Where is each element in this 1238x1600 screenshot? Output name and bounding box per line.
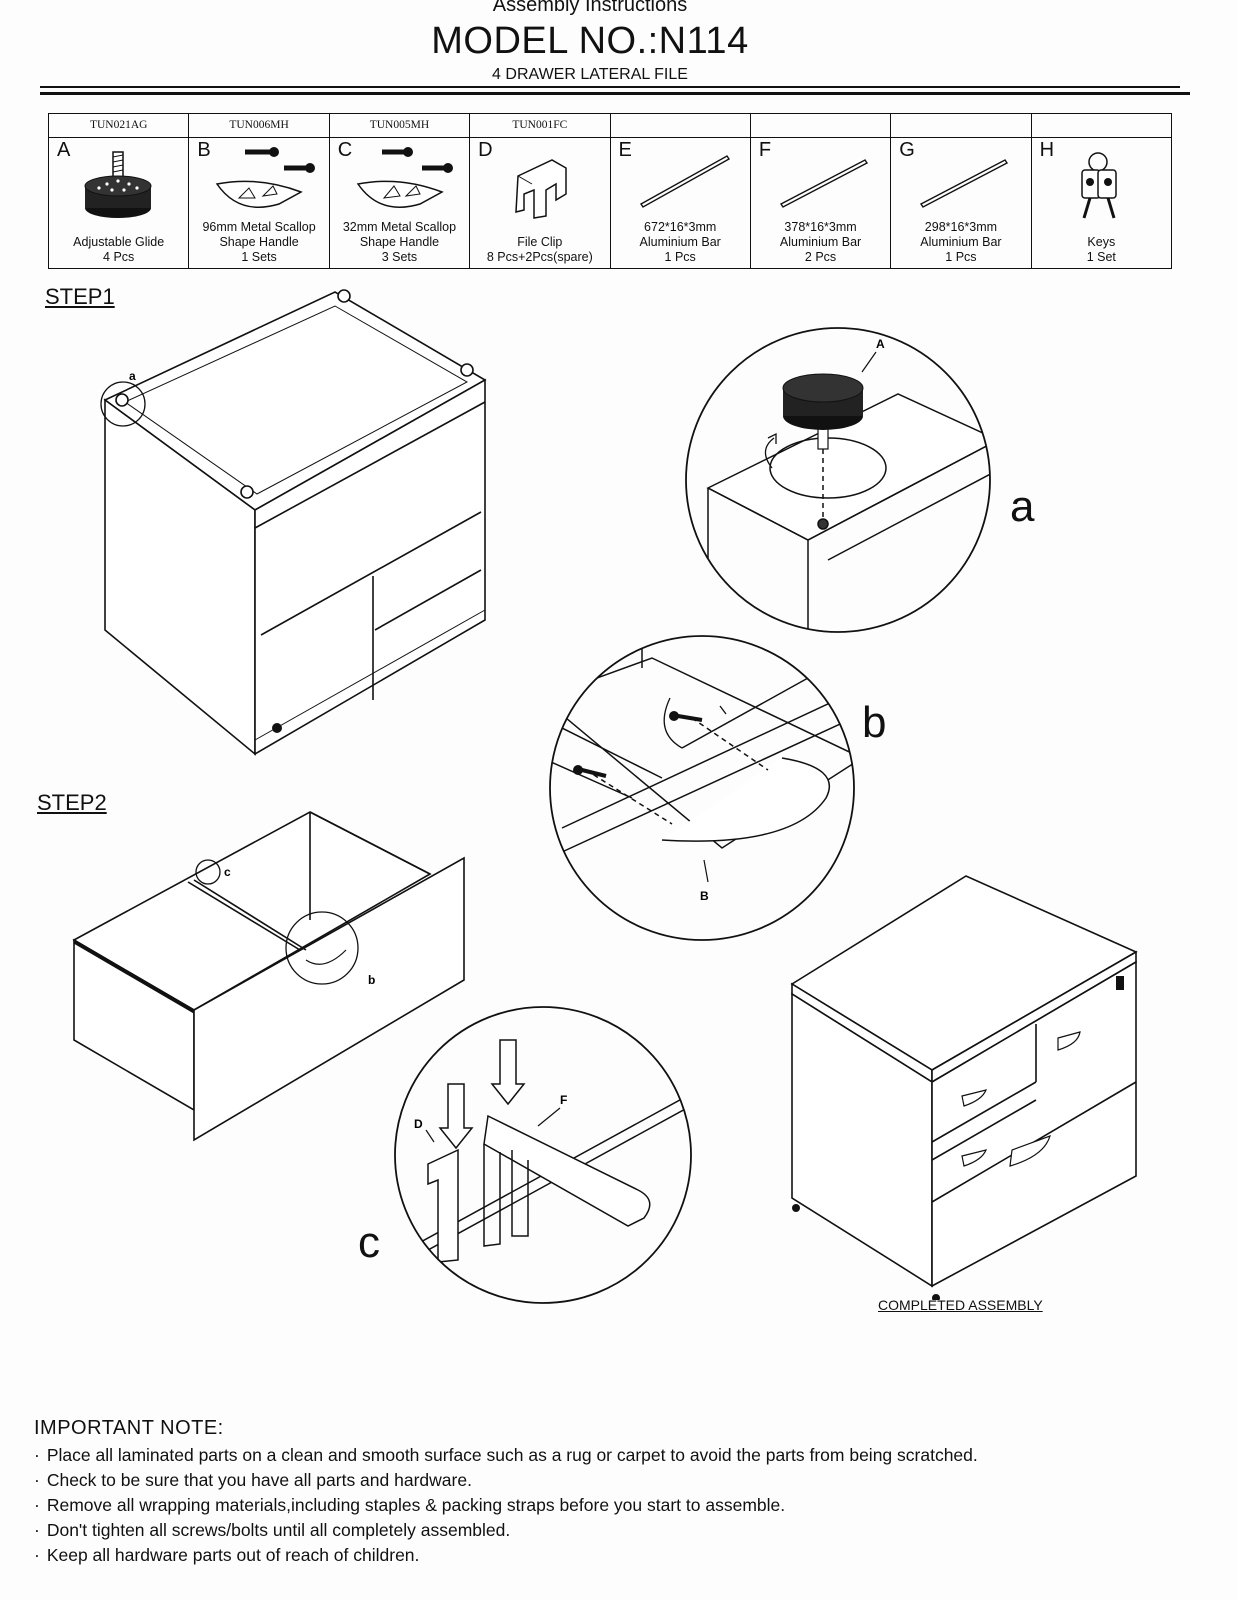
part-letter: F	[758, 139, 772, 161]
part-qty: 1 Pcs	[664, 250, 696, 264]
part-letter: G	[899, 139, 915, 161]
part-code: TUN005MH	[328, 113, 471, 138]
callout-label-a-small: a	[129, 369, 136, 383]
callout-label-b-small: b	[368, 973, 375, 987]
step2-drawer-illustration: c b	[72, 811, 465, 1142]
part-code	[609, 113, 751, 138]
callout-label-B: B	[700, 889, 709, 903]
callout-c-letter: c	[358, 1218, 380, 1267]
header-rule-thick	[40, 92, 1190, 95]
part-name: 378*16*3mm	[784, 220, 857, 234]
parts-code-row: TUN021AG TUN006MH TUN005MH TUN001FC	[47, 113, 1173, 138]
note-item: Remove all wrapping materials,including …	[34, 1493, 1214, 1518]
part-code: TUN006MH	[188, 113, 330, 138]
aluminium-bar-icon	[639, 155, 730, 208]
part-qty: 1 Set	[1086, 250, 1116, 264]
step1-cabinet-illustration: a	[100, 289, 487, 756]
important-note-heading: IMPORTANT NOTE:	[34, 1417, 224, 1439]
callout-label-c-small: c	[224, 865, 231, 879]
part-name: 96mm Metal Scallop	[202, 220, 316, 234]
part-letter: C	[337, 139, 353, 161]
completed-assembly-label: COMPLETED ASSEMBLY	[878, 1297, 1043, 1313]
note-item: Don't tighten all screws/bolts until all…	[34, 1518, 1214, 1543]
part-qty: 4 Pcs	[103, 250, 135, 264]
file-clip-icon	[515, 159, 567, 219]
part-name: Keys	[1087, 235, 1116, 249]
part-name-line2: Shape Handle	[359, 235, 440, 249]
parts-table: TUN021AG TUN006MH TUN005MH TUN001FC A	[47, 113, 1173, 269]
part-name: Adjustable Glide	[73, 235, 165, 249]
callout-label-A: A	[876, 337, 885, 351]
product-description: 4 DRAWER LATERAL FILE	[492, 66, 688, 83]
scallop-handle-icon	[356, 147, 453, 208]
part-qty: 2 Pcs	[804, 250, 837, 264]
part-letter: H	[1039, 139, 1055, 161]
callout-label-D: D	[414, 1117, 423, 1131]
part-name-line2: Shape Handle	[219, 235, 299, 249]
part-qty: 1 Sets	[241, 250, 277, 264]
part-letter: E	[618, 139, 632, 161]
important-note: IMPORTANT NOTE: Place all laminated part…	[34, 1417, 1214, 1568]
part-code	[890, 113, 1032, 138]
detail-c-file-clip-bar: D F	[394, 1006, 692, 1304]
part-name: 298*16*3mm	[924, 220, 998, 234]
part-code: TUN021AG	[47, 113, 190, 138]
note-item: Check to be sure that you have all parts…	[34, 1468, 1214, 1493]
part-qty: 8 Pcs+2Pcs(spare)	[486, 250, 593, 264]
part-name: File Clip	[517, 235, 563, 249]
part-name-line2: Aluminium Bar	[639, 235, 721, 249]
header-rule	[40, 86, 1180, 88]
scallop-handle-icon	[216, 147, 316, 208]
part-letter: B	[197, 139, 211, 161]
part-code	[749, 113, 892, 138]
callout-a-letter: a	[1010, 482, 1035, 531]
note-item: Keep all hardware parts out of reach of …	[34, 1543, 1214, 1568]
document-subtitle: Assembly Instructions	[492, 0, 688, 16]
callout-label-F: F	[560, 1093, 567, 1107]
part-code: TUN001FC	[469, 113, 611, 138]
part-qty: 1 Pcs	[945, 250, 977, 264]
part-code	[1030, 113, 1173, 138]
glide-icon	[84, 151, 152, 218]
step1-heading: STEP1	[45, 284, 115, 309]
aluminium-bar-icon	[920, 159, 1009, 208]
model-title: MODEL NO.:N114	[431, 20, 749, 62]
aluminium-bar-icon	[779, 159, 868, 208]
part-name: 672*16*3mm	[644, 220, 717, 234]
completed-assembly-illustration	[790, 875, 1138, 1300]
callout-b-letter: b	[862, 698, 887, 747]
part-qty: 3 Sets	[381, 250, 418, 264]
part-name: 32mm Metal Scallop	[342, 220, 457, 234]
part-letter: D	[478, 139, 493, 161]
keys-icon	[1080, 152, 1117, 219]
detail-a-glide-insertion: A	[685, 327, 991, 633]
part-letter: A	[57, 139, 71, 161]
step2-heading: STEP2	[37, 790, 107, 815]
detail-b-handle-screws: B	[549, 635, 855, 941]
part-name-line2: Aluminium Bar	[779, 235, 862, 249]
part-name-line2: Aluminium Bar	[920, 235, 1002, 249]
note-item: Place all laminated parts on a clean and…	[34, 1443, 1214, 1468]
